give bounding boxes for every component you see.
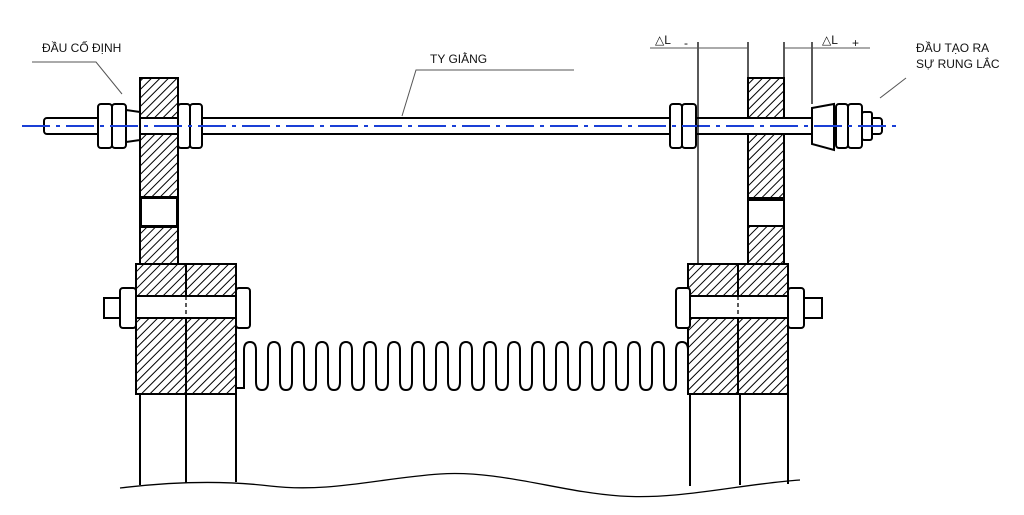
vibration-end-leader xyxy=(879,77,907,99)
right-flange-bolt xyxy=(675,287,823,329)
left-plate xyxy=(139,77,179,265)
vibration-end-label-line2: SỰ RUNG LẮC xyxy=(916,56,1000,71)
right-plate xyxy=(747,77,785,265)
fixed-end-label: ĐẦU CỐ ĐỊNH xyxy=(42,40,121,55)
delta-minus-symbol: △L xyxy=(655,33,671,47)
delta-plus-symbol: △L xyxy=(822,33,838,47)
tie-rod-leader xyxy=(401,69,574,117)
right-flange xyxy=(687,263,789,395)
vibration-end-label-line1: ĐẦU TẠO RA xyxy=(916,40,989,55)
pipe-walls xyxy=(139,393,789,486)
tie-rod-label: TY GIẰNG xyxy=(430,51,487,66)
delta-dimension-lines xyxy=(650,42,870,264)
delta-minus-sign: - xyxy=(684,36,688,50)
left-flange xyxy=(135,263,237,395)
delta-plus-sign: + xyxy=(852,36,859,50)
break-line xyxy=(119,472,801,498)
fixed-end-leader xyxy=(32,61,123,95)
left-flange-bolt xyxy=(103,287,251,329)
bellows xyxy=(236,340,689,392)
